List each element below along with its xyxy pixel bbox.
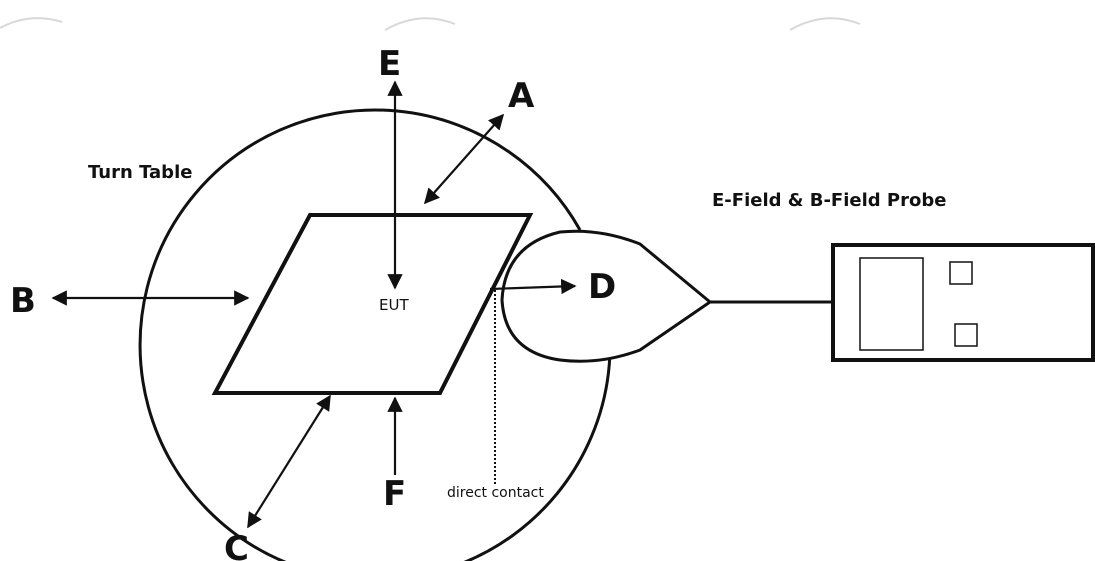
probe-direction-arrows xyxy=(51,80,577,529)
label-direct-contact: direct contact xyxy=(447,485,544,501)
label-eut: EUT xyxy=(379,296,409,314)
label-b: B xyxy=(10,281,36,321)
label-c: C xyxy=(224,529,249,561)
eut-box xyxy=(211,213,534,395)
arrow-c xyxy=(247,394,331,529)
arrow-a xyxy=(423,113,505,205)
instrument-knob-top xyxy=(949,261,973,285)
label-f: F xyxy=(383,474,406,514)
instrument-display xyxy=(859,257,924,351)
label-turn-table: Turn Table xyxy=(88,162,192,183)
circle-gap xyxy=(358,450,416,470)
arrow-d xyxy=(489,278,577,295)
label-a: A xyxy=(508,76,535,116)
turn-table-circle xyxy=(138,108,612,561)
probe-loop xyxy=(500,229,713,363)
instrument-knob-bottom xyxy=(954,323,978,347)
label-e: E xyxy=(378,44,401,84)
label-probe: E-Field & B-Field Probe xyxy=(712,190,946,211)
instrument-box xyxy=(831,243,1095,362)
watermark-marks xyxy=(0,17,861,31)
label-d: D xyxy=(588,267,616,307)
